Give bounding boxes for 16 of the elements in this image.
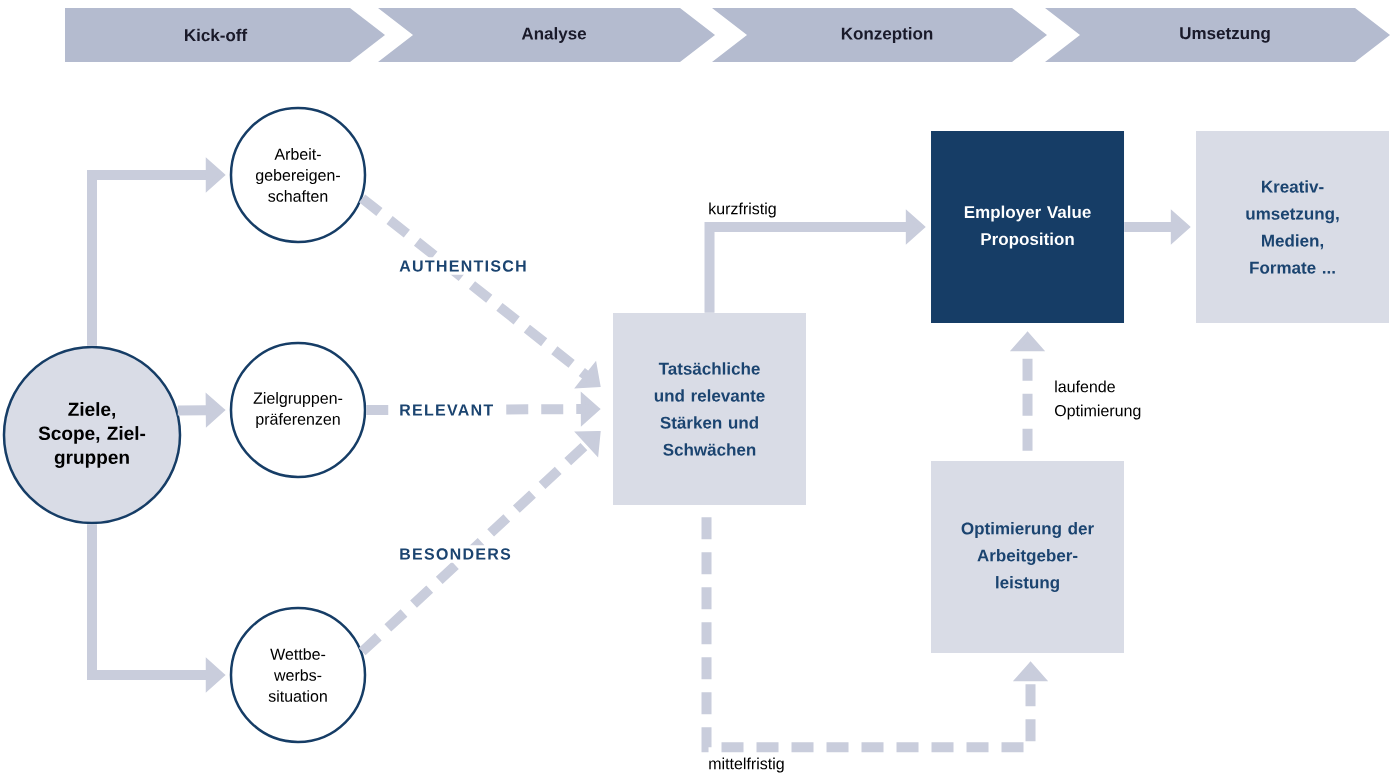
edge-label: mittelfristig — [709, 757, 784, 773]
arrow — [359, 194, 601, 389]
process-box: Optimierung der Arbeitgeber- leistung — [931, 461, 1124, 653]
phase-banner: Umsetzung — [1045, 8, 1390, 62]
highlight-box: Employer Value Proposition — [931, 131, 1124, 323]
edge-label: kurzfristig — [709, 202, 776, 218]
edge-label: laufende Optimierung — [1054, 380, 1141, 420]
phase-banner: Kick-off — [65, 8, 385, 62]
phase-banner: Analyse — [378, 8, 715, 62]
edge-label: BESONDERS — [396, 545, 514, 563]
edge-label: RELEVANT — [396, 401, 497, 419]
output-box: Kreativ- umsetzung, Medien, Formate ... — [1196, 131, 1389, 323]
result-box: Tatsächliche und relevante Stärken und Schwächen — [613, 313, 806, 505]
phase-banner: Konzeption — [712, 8, 1047, 62]
arrow — [358, 431, 601, 656]
edge-label: AUTHENTISCH — [396, 257, 530, 275]
